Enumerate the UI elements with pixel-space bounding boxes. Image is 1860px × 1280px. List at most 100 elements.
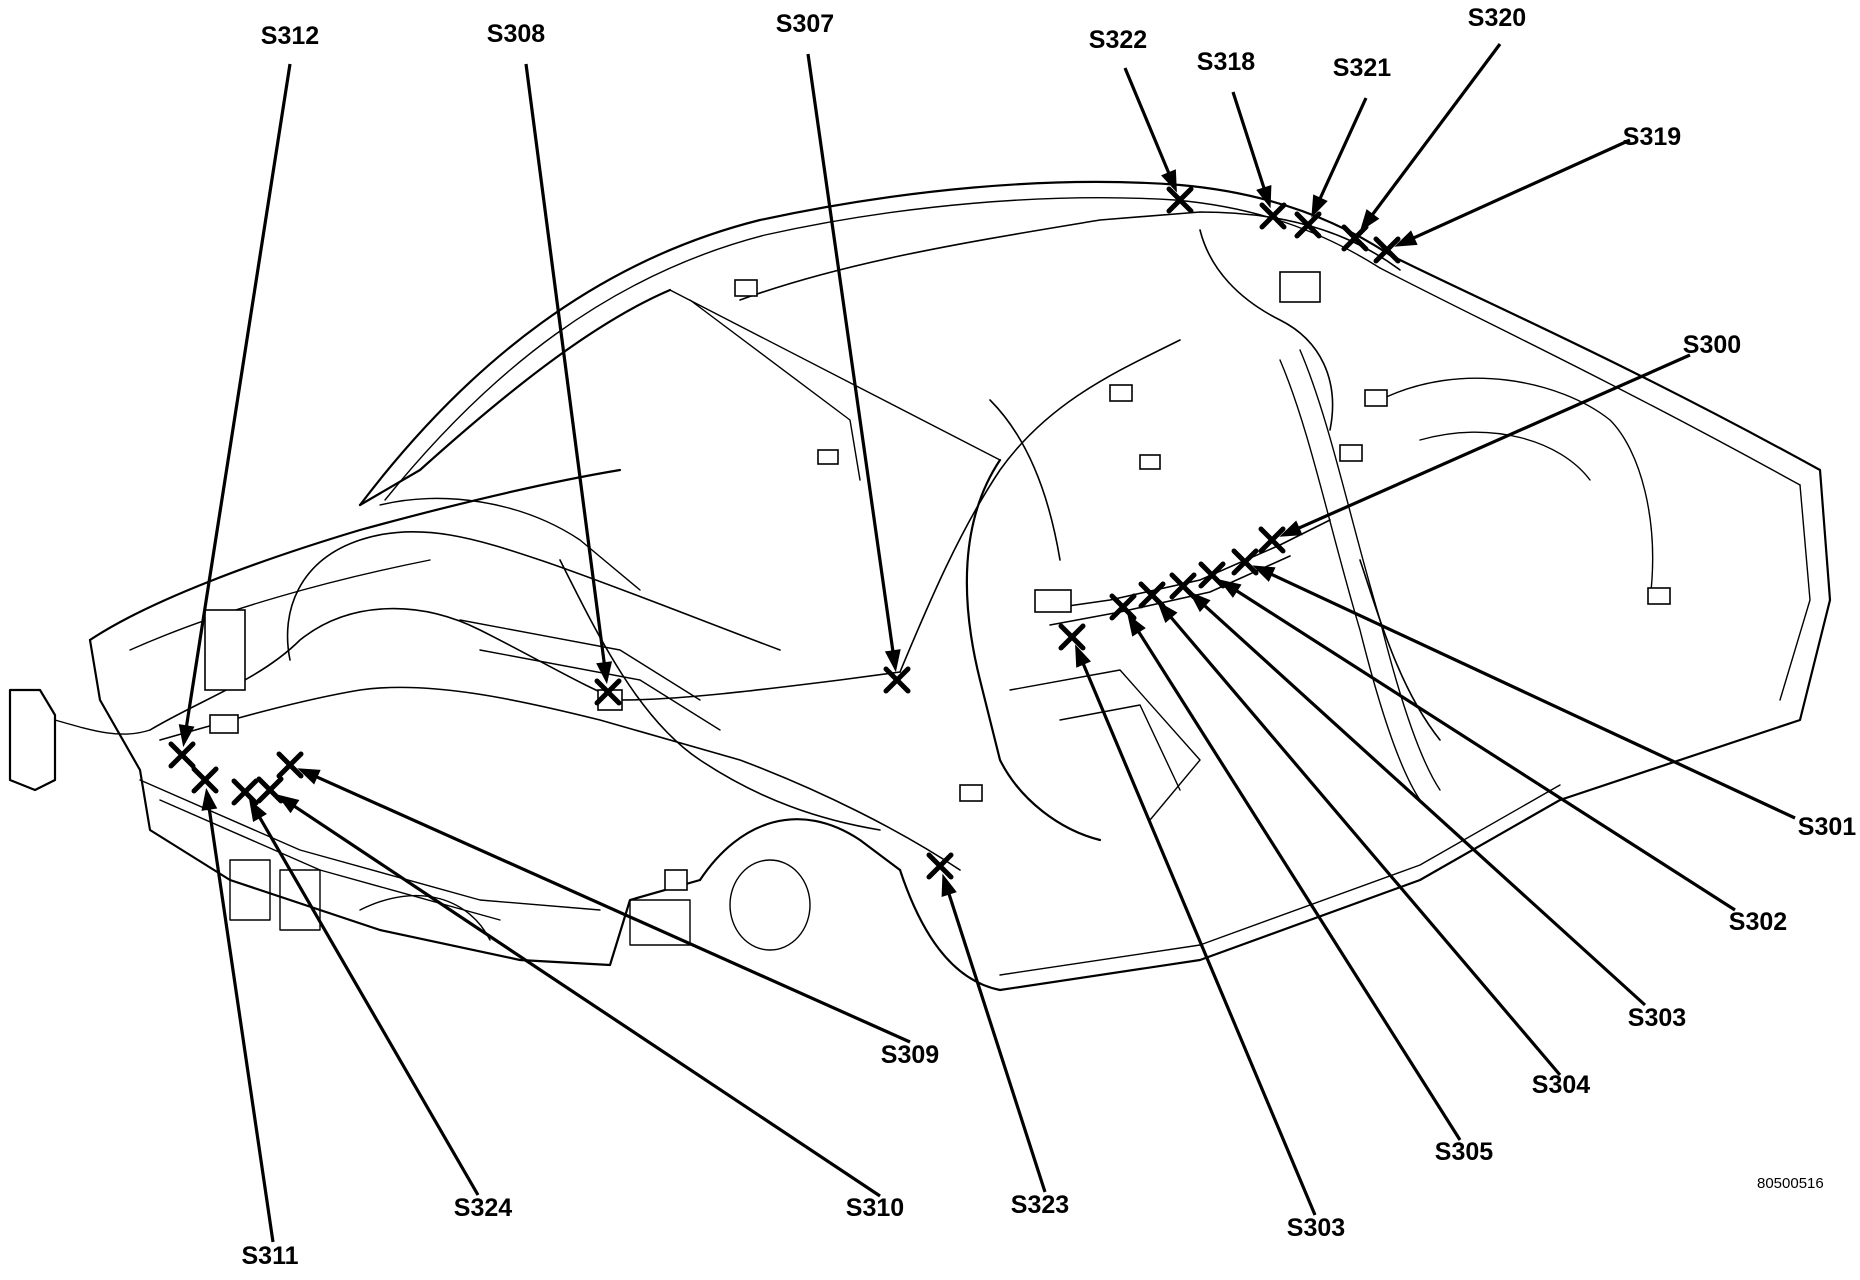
splice-callout: S310: [256, 776, 904, 1222]
leader-line: [1133, 624, 1462, 1141]
wiring-harness: [149, 211, 1441, 871]
arrowhead: [884, 649, 901, 673]
leader-line: [1198, 599, 1647, 1007]
splice-callout: S322: [1089, 26, 1194, 214]
splice-callout: S321: [1294, 54, 1391, 239]
splice-label: S303: [1628, 1004, 1686, 1032]
splice-callout: S305: [1109, 593, 1493, 1166]
arrowhead: [249, 798, 267, 822]
splice-callout: S300: [1258, 331, 1741, 554]
splice-label: S308: [487, 20, 545, 48]
leader-line: [1165, 610, 1562, 1077]
arrowhead: [941, 873, 957, 898]
splice-label: S319: [1623, 123, 1681, 151]
arrowhead: [178, 724, 195, 748]
leader-line: [1366, 43, 1502, 222]
arrowhead: [1279, 520, 1303, 537]
splice-x-mark: [1198, 561, 1226, 589]
splice-x-mark: [1169, 572, 1197, 600]
splice-x-mark: [1109, 593, 1137, 621]
splice-callout: S303: [1169, 572, 1686, 1032]
splice-label: S310: [846, 1194, 904, 1222]
splice-x-mark: [926, 852, 954, 880]
splice-x-mark: [1138, 581, 1166, 609]
splice-callout: S309: [276, 751, 939, 1069]
leader-line: [1406, 138, 1631, 243]
vehicle-body-outline: [8, 180, 1832, 992]
leader-line: [1229, 585, 1736, 912]
splice-x-mark: [1258, 526, 1286, 554]
arrowhead: [1161, 169, 1177, 193]
splice-x-mark: [231, 778, 259, 806]
splice-callout: S302: [1198, 561, 1787, 936]
splice-callout: S311: [191, 766, 299, 1270]
splice-callout: S303: [1058, 623, 1345, 1242]
leader-line: [1231, 91, 1268, 196]
figure-id: 80500516: [1757, 1175, 1824, 1192]
splice-callout: S324: [231, 778, 512, 1222]
splice-x-mark: [1231, 548, 1259, 576]
splice-label: S324: [454, 1194, 512, 1222]
leader-line: [287, 800, 881, 1198]
splice-label: S307: [776, 10, 834, 38]
splice-x-mark: [594, 678, 622, 706]
splice-callout: S318: [1197, 48, 1287, 230]
splice-x-mark: [276, 751, 304, 779]
leader-line: [1291, 353, 1691, 533]
splice-x-mark: [1373, 236, 1401, 264]
splice-label: S322: [1089, 26, 1147, 54]
splice-label: S303: [1287, 1214, 1345, 1242]
splice-callout: S323: [926, 852, 1069, 1219]
splice-callout: S308: [487, 20, 622, 706]
arrowhead: [1394, 230, 1418, 247]
arrowhead: [1252, 565, 1276, 582]
leader-line: [945, 886, 1047, 1193]
leader-line: [1123, 67, 1174, 181]
splice-label: S323: [1011, 1191, 1069, 1219]
leader-line: [183, 63, 292, 734]
splice-label: S320: [1468, 4, 1526, 32]
splice-label: S312: [261, 22, 319, 50]
splice-callout: S307: [776, 10, 911, 694]
splice-x-mark: [168, 741, 196, 769]
splice-callout: S320: [1341, 4, 1526, 252]
splice-callout: S304: [1138, 581, 1590, 1099]
leader-line: [254, 810, 480, 1196]
arrowhead: [596, 661, 613, 685]
arrowhead: [1311, 194, 1328, 218]
splice-x-mark: [191, 766, 219, 794]
splice-callout: S312: [168, 22, 319, 769]
splice-x-mark: [1294, 211, 1322, 239]
leader-line: [1079, 656, 1317, 1216]
splice-label: S318: [1197, 48, 1255, 76]
splice-label: S301: [1798, 813, 1856, 841]
splice-x-mark: [256, 776, 284, 804]
splice-x-mark: [1166, 186, 1194, 214]
splice-label: S305: [1435, 1138, 1493, 1166]
leader-line: [524, 63, 607, 671]
splice-x-mark: [1341, 224, 1369, 252]
arrowhead: [1127, 613, 1146, 637]
splice-label: S311: [241, 1242, 298, 1270]
arrowhead: [1256, 184, 1272, 209]
splice-label: S321: [1333, 54, 1391, 82]
arrowhead: [297, 768, 321, 785]
harness-connectors: [204, 271, 1671, 891]
leader-line: [1315, 97, 1368, 206]
arrowhead: [201, 787, 218, 811]
arrowhead: [1075, 644, 1092, 668]
leader-line: [1264, 569, 1796, 820]
splice-callout: S319: [1373, 123, 1681, 264]
splice-label: S309: [881, 1041, 939, 1069]
splice-label: S300: [1683, 331, 1741, 359]
splice-label: S304: [1532, 1071, 1590, 1099]
splice-x-mark: [1259, 202, 1287, 230]
splice-callout: S301: [1231, 548, 1856, 841]
splice-x-mark: [883, 666, 911, 694]
splice-x-mark: [1058, 623, 1086, 651]
leader-line: [806, 53, 896, 659]
splice-label: S302: [1729, 908, 1787, 936]
leader-line: [309, 772, 911, 1044]
